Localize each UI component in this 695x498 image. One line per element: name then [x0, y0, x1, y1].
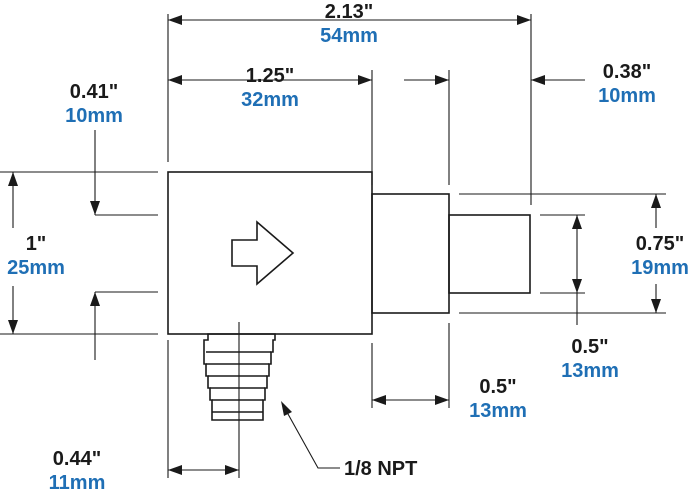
tip-height-imperial: 0.75": [636, 233, 684, 255]
top-offset-metric: 10mm: [65, 105, 123, 127]
collar-length-metric: 13mm: [469, 400, 527, 422]
valve-body: [167, 171, 373, 335]
collar: [371, 193, 450, 314]
tip-length-metric: 10mm: [598, 85, 656, 107]
tip: [448, 214, 531, 294]
body-length-metric: 32mm: [241, 89, 299, 111]
body-height-metric: 25mm: [7, 257, 65, 279]
port-offset-imperial: 0.44": [53, 448, 101, 470]
npt-thread-callout: 1/8 NPT: [344, 458, 417, 480]
body-height-imperial: 1": [26, 233, 47, 255]
npt-port-fitting: [203, 333, 276, 421]
top-offset-imperial: 0.41": [70, 81, 118, 103]
dimension-lines: [8, 15, 661, 475]
part-outline: [167, 171, 531, 421]
flow-arrow-icon: [231, 220, 295, 286]
dimension-labels: 2.13" 54mm 1.25" 32mm 0.38" 10mm 0.41" 1…: [7, 1, 689, 494]
overall-length-imperial: 2.13": [325, 1, 373, 23]
collar-length-imperial: 0.5": [479, 376, 516, 398]
tip-diameter-imperial: 0.5": [571, 336, 608, 358]
tip-height-metric: 19mm: [631, 257, 689, 279]
extension-lines: [0, 14, 666, 478]
tip-diameter-metric: 13mm: [561, 360, 619, 382]
overall-length-metric: 54mm: [320, 25, 378, 47]
body-length-imperial: 1.25": [246, 65, 294, 87]
npt-leader-line: [282, 404, 340, 469]
port-offset-metric: 11mm: [49, 472, 106, 493]
tip-length-imperial: 0.38": [603, 61, 651, 83]
